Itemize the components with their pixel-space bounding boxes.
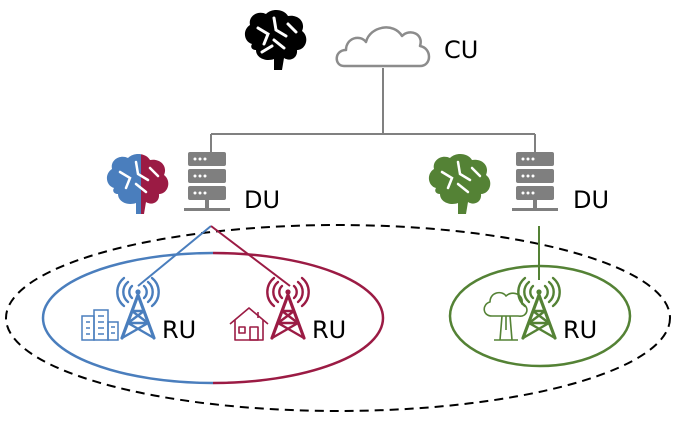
cu-du-links	[210, 68, 536, 152]
link-du-home-ru	[210, 225, 291, 287]
ru-home-tower-icon	[265, 276, 311, 340]
house-icon	[229, 307, 269, 341]
left-cell-red-half	[212, 251, 385, 385]
ru-home-label: RU	[312, 316, 346, 344]
du-left-label: DU	[244, 186, 280, 214]
du-right-server-icon	[512, 152, 558, 211]
ru-city-tower-icon	[115, 276, 161, 340]
du-right-label: DU	[573, 186, 609, 214]
ru-tree-tower-icon	[516, 276, 562, 340]
cu-brain-icon	[244, 10, 307, 70]
tree-icon	[483, 291, 528, 341]
du-left-server-icon	[184, 152, 230, 211]
ru-city-label: RU	[162, 316, 196, 344]
link-du-city-ru	[137, 225, 212, 287]
city-buildings-icon	[81, 309, 119, 341]
du-right-brain-icon	[428, 154, 491, 214]
du-left-brain-icon	[106, 154, 169, 214]
coverage-boundary	[5, 224, 671, 412]
left-cell-blue-half	[41, 251, 214, 385]
cu-label: CU	[444, 36, 478, 64]
ru-tree-label: RU	[563, 316, 597, 344]
cloud-icon	[335, 26, 431, 68]
